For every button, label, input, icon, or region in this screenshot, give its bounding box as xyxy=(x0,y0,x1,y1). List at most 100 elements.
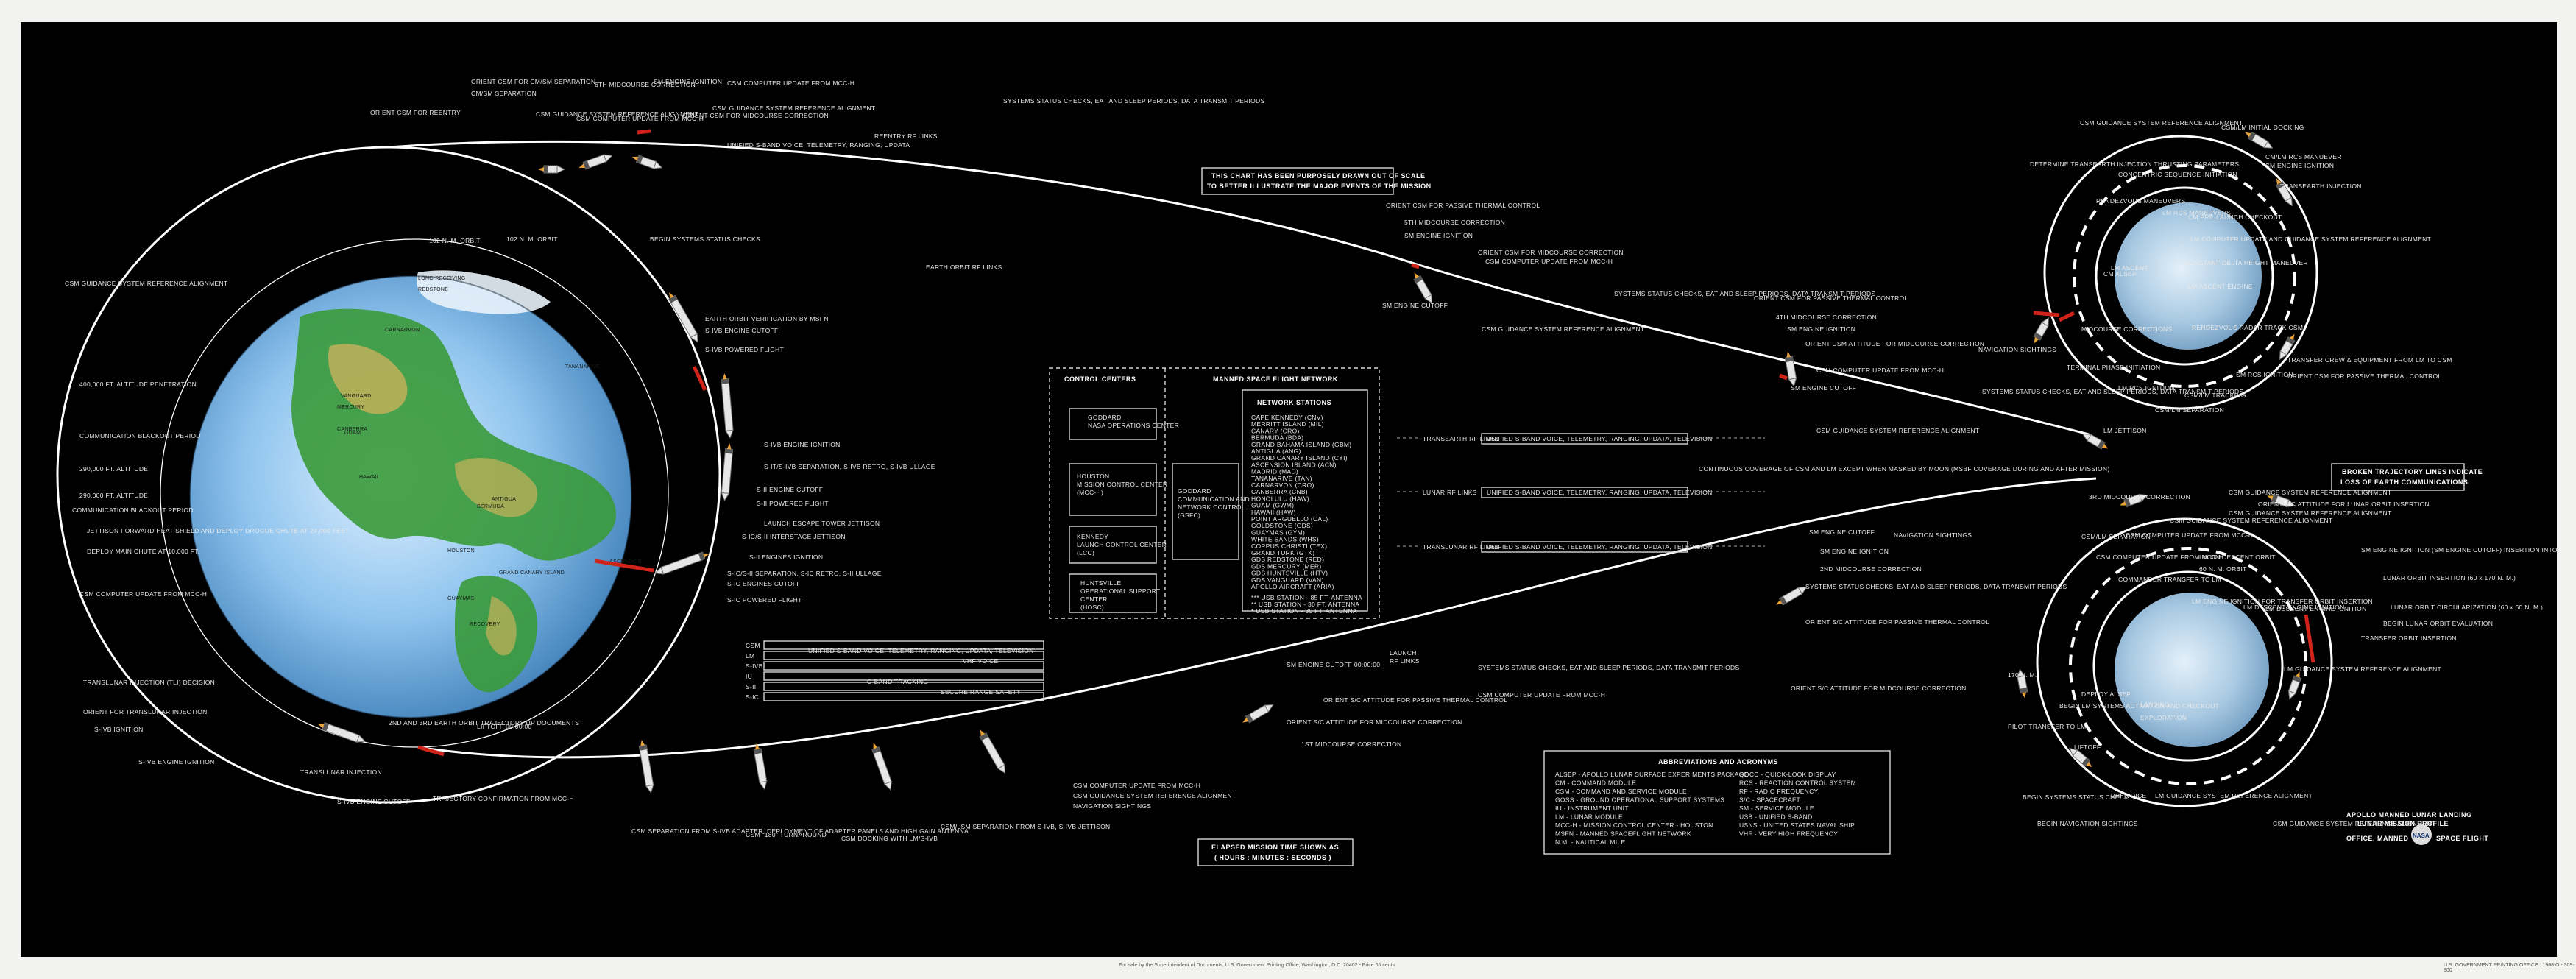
event-label: NAVIGATION SIGHTINGS xyxy=(1978,346,2056,353)
elapsed-note-box xyxy=(1197,838,1354,866)
event-label: ORIENT S/C ATTITUDE FOR PASSIVE THERMAL … xyxy=(1805,618,1989,626)
station-item: APOLLO AIRCRAFT (ARIA) xyxy=(1251,583,1334,590)
event-label: CSM COMPUTER UPDATE FROM MCC-H xyxy=(1073,782,1200,789)
earth-station-label: RECOVERY xyxy=(470,622,500,627)
burn-markers xyxy=(417,129,2315,757)
event-label: TRANSLUNAR INJECTION xyxy=(300,768,382,776)
event-label: ORIENT CSM FOR MIDCOURSE CORRECTION xyxy=(1478,249,1624,256)
station-item: CORPUS CHRISTI (TEX) xyxy=(1251,542,1327,550)
event-label: ORIENT S/C ATTITUDE FOR MIDCOURSE CORREC… xyxy=(1791,685,1967,692)
event-label: ORIENT CSM FOR REENTRY xyxy=(370,109,461,116)
event-label: RENDEZVOUS MANEUVERS xyxy=(2096,197,2185,205)
event-label: LM ON DESCENT ORBIT xyxy=(2199,554,2276,561)
event-label: S-IC ENGINES CUTOFF xyxy=(727,580,801,587)
station-item: ANTIGUA (ANG) xyxy=(1251,448,1301,455)
event-label: ORIENT FOR TRANSLUNAR INJECTION xyxy=(83,708,208,715)
event-label: LAUNCH ESCAPE TOWER JETTISON xyxy=(764,520,880,527)
event-label: S-II ENGINE CUTOFF xyxy=(757,486,823,493)
huntsville-label: HUNTSVILLE xyxy=(1080,579,1121,587)
event-label: ORIENT CSM FOR MIDCOURSE CORRECTION xyxy=(683,112,829,119)
event-label: S-IVB POWERED FLIGHT xyxy=(705,346,784,353)
event-label: SYSTEMS STATUS CHECKS, EAT AND SLEEP PER… xyxy=(1982,388,2243,395)
event-label: LM COMPUTER UPDATE AND GUIDANCE SYSTEM R… xyxy=(2190,236,2431,243)
station-item: MADRID (MAD) xyxy=(1251,468,1298,476)
event-label: ORIENT CSM FOR PASSIVE THERMAL CONTROL xyxy=(1754,294,1908,302)
station-item: GUAYMAS (GYM) xyxy=(1251,529,1305,536)
branding-line2: LUNAR MISSION PROFILE xyxy=(2357,820,2449,827)
elapsed-note-1: ELAPSED MISSION TIME SHOWN AS xyxy=(1211,844,1339,851)
launch-rf-source: S-IVB xyxy=(746,662,763,670)
event-label: TRANSFER ORBIT INSERTION xyxy=(2361,635,2457,642)
event-label: S-IT/S-IVB SEPARATION, S-IVB RETRO, S-IV… xyxy=(764,463,935,470)
moon-upper xyxy=(2115,202,2262,350)
abbreviation-item: SM - SERVICE MODULE xyxy=(1739,805,1814,812)
earth-station-label: HAWAII xyxy=(359,475,378,480)
spacecraft-icon xyxy=(638,740,654,794)
spacecraft-icon xyxy=(2267,493,2296,508)
branding-space-flight: SPACE FLIGHT xyxy=(2436,835,2488,842)
transearth-trajectory xyxy=(388,140,2090,436)
event-label: CSM COMPUTER UPDATE FROM MCC-H xyxy=(1485,258,1613,265)
spacecraft-icon xyxy=(1784,351,1797,387)
goddard-ops-label: NASA OPERATIONS CENTER xyxy=(1088,422,1179,429)
antenna-note: * USB STATION - 30 FT. ANTENNA xyxy=(1251,607,1357,615)
event-label: ORIENT S/C ATTITUDE FOR PASSIVE THERMAL … xyxy=(1323,696,1507,704)
earth-station-label: MERCURY xyxy=(337,405,364,410)
event-label: TRANSLUNAR INJECTION (TLI) DECISION xyxy=(83,679,215,686)
event-label: 290,000 FT. ALTITUDE xyxy=(79,492,148,499)
event-label: ORIENT CSM FOR PASSIVE THERMAL CONTROL xyxy=(1386,202,1540,209)
event-label: TRANSEARTH INJECTION xyxy=(2280,183,2362,190)
goddard-comm-label: COMMUNICATION AND xyxy=(1178,495,1250,503)
rf-usb-line: UNIFIED S-BAND VOICE, TELEMETRY, RANGING… xyxy=(1487,489,1713,496)
station-item: CAPE KENNEDY (CNV) xyxy=(1251,414,1323,421)
event-label: DEPLOY ALSEP xyxy=(2081,690,2131,698)
event-label: 3RD MIDCOURSE CORRECTION xyxy=(2089,493,2190,501)
event-label: LM JETTISON xyxy=(2103,427,2147,434)
spacecraft-icon xyxy=(721,443,734,501)
lunar-orbit-lower-inner xyxy=(2092,570,2284,762)
event-label: CSM/LM TRACKING xyxy=(2184,392,2246,399)
event-label: CSM "180" TURNAROUND xyxy=(746,831,827,838)
footer-printer: For sale by the Superintendent of Docume… xyxy=(1119,963,1395,968)
event-label: 60 N. M. ORBIT xyxy=(2199,565,2247,573)
station-item: CARNARVON (CRO) xyxy=(1251,481,1314,489)
event-label: CONSTANT DELTA HEIGHT MANEUVER xyxy=(2184,259,2308,266)
event-label: JETTISON FORWARD HEAT SHIELD AND DEPLOY … xyxy=(87,527,350,534)
abbreviation-item: S/C - SPACECRAFT xyxy=(1739,796,1800,804)
event-label: SM ENGINE IGNITION xyxy=(654,78,722,85)
goddard-comm-label: NETWORK CONTROL xyxy=(1178,503,1245,511)
goddard-ops-label: GODDARD xyxy=(1088,414,1122,421)
spacecraft-icon xyxy=(2287,671,2302,700)
event-label: CSM COMPUTER UPDATE FROM MCC-H xyxy=(2126,531,2253,539)
earth-station-label: BERMUDA xyxy=(477,504,504,509)
abbreviation-item: IU - INSTRUMENT UNIT xyxy=(1555,805,1629,812)
event-label: VHF VOICE xyxy=(2111,792,2147,799)
lunar-orbit-lower-outer xyxy=(2036,517,2333,807)
event-label: 4TH MIDCOURSE CORRECTION xyxy=(1776,314,1877,321)
orbit-102-label: 102 N. M. ORBIT xyxy=(429,237,481,244)
event-label: CSM GUIDANCE SYSTEM REFERENCE ALIGNMENT xyxy=(1482,325,1644,333)
rf-link-box xyxy=(1481,541,1688,553)
event-label: CM ALSEP xyxy=(2103,270,2137,278)
lunar-orbit-upper-outer xyxy=(2043,135,2318,410)
abbreviation-item: USB - UNIFIED S-BAND xyxy=(1739,813,1813,821)
event-label: CM/LM RCS MANUEVER xyxy=(2265,153,2342,160)
event-label: ORIENT S/C ATTITUDE FOR LUNAR ORBIT INSE… xyxy=(2258,501,2430,508)
event-label: S-IVB IGNITION xyxy=(94,726,144,733)
event-label: CSM GUIDANCE SYSTEM REFERENCE ALIGNMENT xyxy=(712,105,875,112)
station-item: GRAND CANARY ISLAND (CYI) xyxy=(1251,454,1348,462)
event-label: S-II ENGINES IGNITION xyxy=(749,554,823,561)
launch-rf-box xyxy=(763,682,1044,691)
event-label: 290,000 FT. ALTITUDE xyxy=(79,465,148,473)
spacecraft-icon xyxy=(2033,317,2050,344)
moon-lower xyxy=(2115,593,2269,747)
event-label: CSM COMPUTER UPDATE FROM MCC-H xyxy=(2096,554,2223,561)
abbreviation-item: GOSS - GROUND OPERATIONAL SUPPORT SYSTEM… xyxy=(1555,796,1724,804)
launch-rf-source: S-IC xyxy=(746,693,759,701)
event-label: ORIENT CSM FOR CM/SM SEPARATION xyxy=(471,78,595,85)
event-label: CSM DOCKING WITH LM/S-IVB xyxy=(841,835,938,842)
event-label: MIDCOURSE CORRECTIONS xyxy=(2081,325,2172,333)
rf-link-label: LUNAR RF LINKS xyxy=(1423,489,1477,496)
